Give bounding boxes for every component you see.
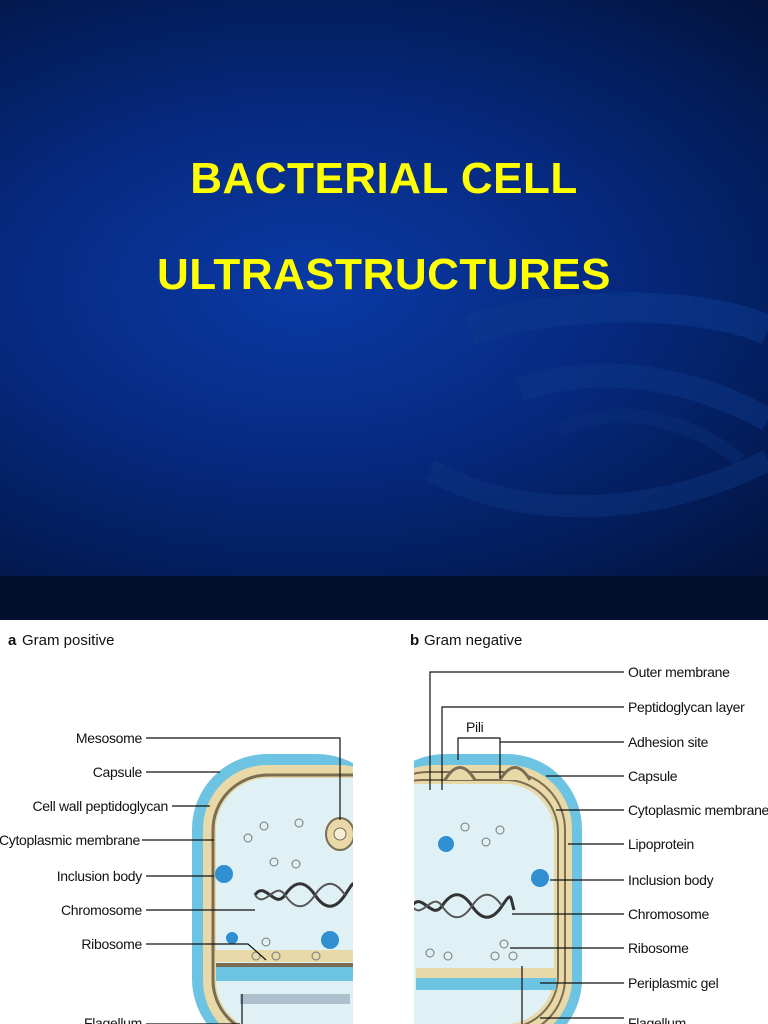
label-ribosome-b: Ribosome [628,940,689,956]
panel-a-title: Gram positive [22,632,115,649]
figure-drawing: a Gram positive [0,632,768,1024]
label-pili: Pili [466,719,484,735]
label-ribosome-a: Ribosome [81,936,142,952]
gram-negative-cell [369,754,582,1024]
panel-a-letter: a [8,632,17,649]
panel-b-title: Gram negative [424,632,522,649]
slide-title-line-1: BACTERIAL CELL [190,154,578,203]
label-cytoplasmic-membrane-a: Cytoplasmic membrane [0,832,140,848]
label-cell-wall-peptidoglycan: Cell wall peptidoglycan [32,798,168,814]
bacterial-cell-figure: a Gram positive [0,620,768,1024]
slide-title-line-2: ULTRASTRUCTURES [157,250,611,299]
label-lipoprotein: Lipoprotein [628,836,694,852]
label-inclusion-body-b: Inclusion body [628,872,714,888]
label-adhesion-site: Adhesion site [628,734,709,750]
title-area: BACTERIAL CELL ULTRASTRUCTURES [0,0,768,576]
panel-b-leader-lines [429,671,624,1024]
label-periplasmic-gel: Periplasmic gel [628,975,719,991]
label-peptidoglycan-layer: Peptidoglycan layer [628,699,745,715]
inclusion-body-shape [215,865,233,883]
inclusion-body-b-shape [531,869,549,887]
panel-b-letter: b [410,632,419,649]
panel-a-leader-lines [142,737,341,1024]
label-capsule-b: Capsule [628,768,678,784]
background-swirl-decoration [424,292,768,518]
label-flagellum-a: Flagellum [84,1015,142,1024]
label-outer-membrane: Outer membrane [628,664,730,680]
label-capsule-a: Capsule [93,764,143,780]
label-mesosome: Mesosome [76,730,143,746]
label-flagellum-b: Flagellum [628,1015,686,1024]
label-cytoplasmic-membrane-b: Cytoplasmic membrane [628,802,768,818]
label-chromosome-a: Chromosome [61,902,143,918]
divider-band [0,576,768,620]
label-inclusion-body-a: Inclusion body [57,868,143,884]
label-chromosome-b: Chromosome [628,906,710,922]
